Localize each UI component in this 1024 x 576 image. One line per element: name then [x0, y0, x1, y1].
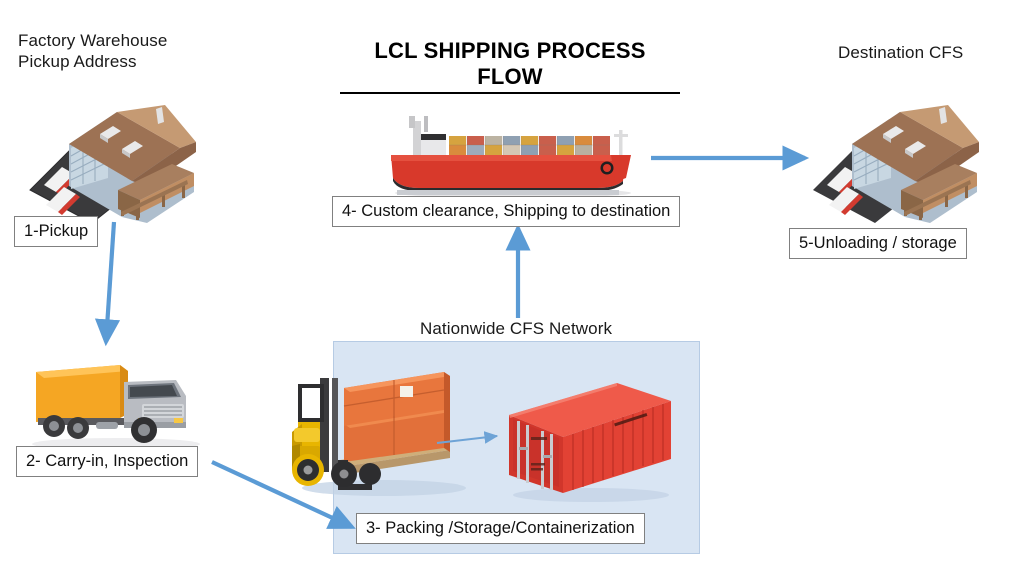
shipping-container-image — [509, 383, 671, 502]
step-5-callout[interactable]: 5-Unloading / storage — [789, 228, 967, 259]
destination-warehouse-image — [813, 105, 979, 223]
page-title: LCL SHIPPING PROCESS FLOW — [340, 38, 680, 94]
step-4-label: 4- Custom clearance, Shipping to destina… — [342, 202, 671, 220]
step-3-label: 3- Packing /Storage/Containerization — [366, 519, 635, 537]
cfs-network-label: Nationwide CFS Network — [420, 319, 613, 338]
step-1-callout[interactable]: 1-Pickup — [14, 216, 99, 247]
delivery-truck-image — [32, 365, 200, 450]
origin-warehouse-image — [29, 105, 196, 224]
page-title-text: LCL SHIPPING PROCESS FLOW — [340, 38, 680, 94]
step-5-label: 5-Unloading / storage — [799, 234, 957, 252]
destination-label: Destination CFS — [838, 43, 964, 62]
step-2-callout[interactable]: 2- Carry-in, Inspection — [16, 446, 199, 477]
arrow-pickup-to-truck — [94, 221, 121, 347]
origin-label: Factory Warehouse Pickup Address — [18, 31, 168, 71]
step-3-callout[interactable]: 3- Packing /Storage/Containerization — [356, 513, 645, 544]
forklift-image — [292, 372, 466, 496]
step-4-callout[interactable]: 4- Custom clearance, Shipping to destina… — [332, 196, 681, 227]
step-1-label: 1-Pickup — [24, 222, 89, 240]
step-2-label: 2- Carry-in, Inspection — [26, 452, 189, 470]
container-ship-image — [391, 116, 631, 198]
